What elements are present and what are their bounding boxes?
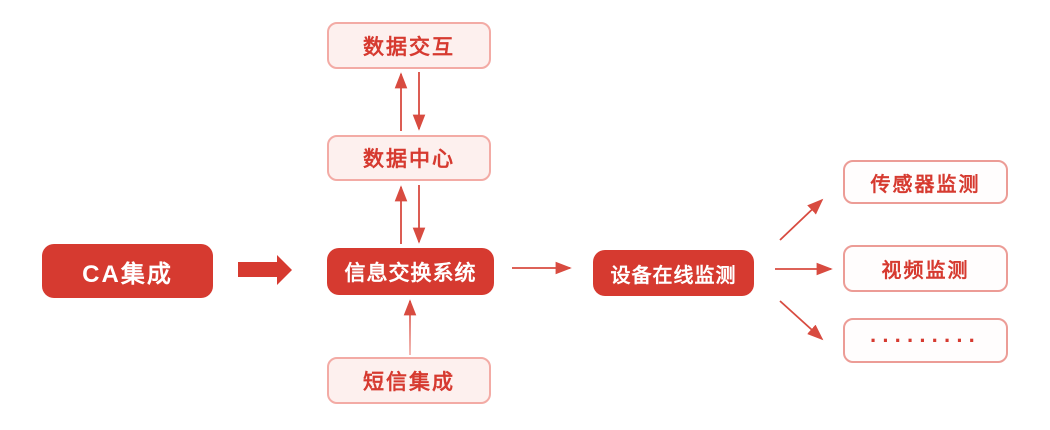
node-video-monitoring: 视频监测 [843, 245, 1008, 292]
block-arrow-ca-to-info-exchange [238, 255, 292, 285]
arrow-device-to-sensor [779, 198, 824, 241]
node-info-exchange-system: 信息交换系统 [327, 248, 494, 295]
node-device-online-monitoring: 设备在线监测 [593, 250, 754, 296]
node-sms-integration: 短信集成 [327, 357, 491, 404]
node-sensor-monitoring: 传感器监测 [843, 160, 1008, 204]
node-data-exchange: 数据交互 [327, 22, 491, 69]
node-data-center: 数据中心 [327, 135, 491, 181]
arrow-device-to-more [779, 300, 824, 341]
node-more-ellipsis: ········· [843, 318, 1008, 363]
node-ca-integration: CA集成 [42, 244, 213, 298]
